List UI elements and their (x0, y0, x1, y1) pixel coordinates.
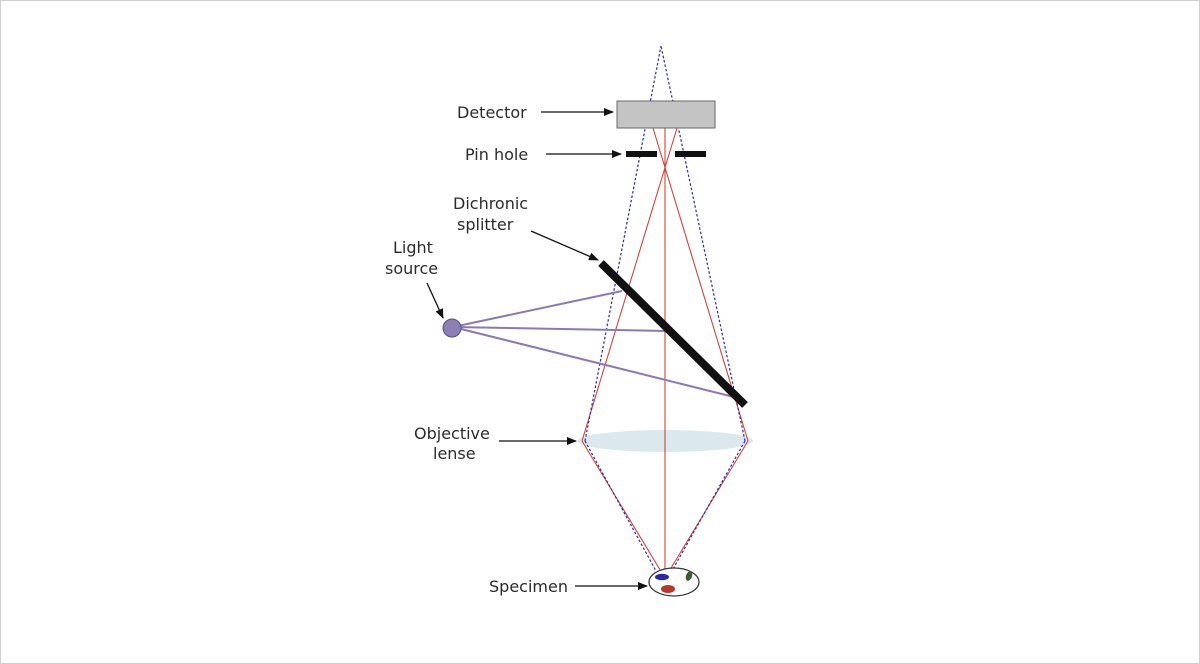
blue-ray-left-lower (584, 440, 657, 572)
specimen (648, 567, 700, 597)
blue-ray-right-lower (672, 440, 746, 570)
objective-label-line2: lense (433, 444, 476, 463)
detector-label: Detector (457, 103, 527, 122)
splitter-label-line2: splitter (457, 215, 514, 234)
dichroic-splitter (598, 260, 748, 408)
light-source-label-line2: source (385, 259, 438, 278)
red-rays (581, 127, 749, 579)
light-ray-lower (452, 326, 739, 399)
pinhole-label: Pin hole (465, 145, 528, 164)
detector-box (616, 100, 716, 129)
light-source (442, 318, 462, 338)
red-ray-left-upper (581, 127, 678, 442)
light-source-arrow (426, 282, 444, 319)
red-ray-left-lower (581, 440, 666, 579)
splitter-label-line1: Dichronic (453, 194, 528, 213)
specimen-red-cell (661, 585, 675, 593)
pinhole-left-bar (626, 151, 657, 157)
light-source-label-line1: Light (393, 238, 433, 257)
label-arrows (426, 108, 648, 590)
specimen-blue-cell (655, 573, 669, 581)
objective-label-line1: Objective (414, 424, 490, 443)
splitter-arrow (530, 230, 599, 261)
light-source-rays (452, 290, 739, 399)
light-ray-middle (452, 326, 667, 332)
light-ray-upper (452, 290, 623, 328)
specimen-label: Specimen (489, 577, 568, 596)
pinhole-right-bar (675, 151, 706, 157)
specimen-green-cell (685, 571, 693, 581)
